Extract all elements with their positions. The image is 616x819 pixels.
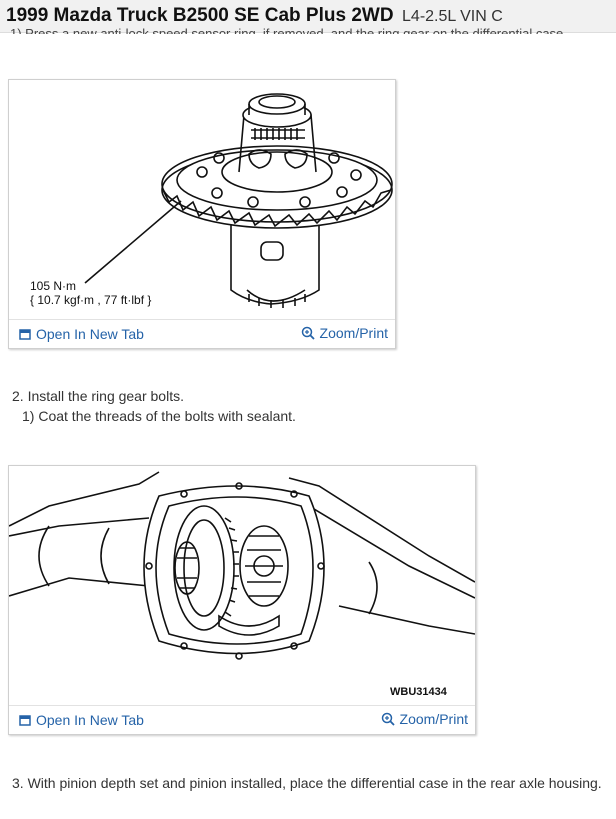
figure-toolbar: Open In New Tab Zoom/Print [9, 705, 475, 734]
figure-code: WBU31434 [390, 686, 447, 698]
open-in-new-tab-label: Open In New Tab [36, 326, 144, 342]
figure-axle-housing: WBU31434 Open In New Tab Zoom/Print [8, 465, 476, 735]
step-3-text: 3. With pinion depth set and pinion inst… [12, 775, 602, 791]
step-2-text: 2. Install the ring gear bolts. [12, 388, 184, 404]
vehicle-title: 1999 Mazda Truck B2500 SE Cab Plus 2WD [6, 5, 394, 26]
previous-step-text: 1) Press a new anti-lock speed sensor ri… [10, 26, 567, 34]
torque-conversion: { 10.7 kgf·m , 77 ft·lbf } [30, 293, 152, 307]
torque-value: 105 N·m [30, 279, 77, 293]
open-in-new-tab-label: Open In New Tab [36, 712, 144, 728]
page-header: 1999 Mazda Truck B2500 SE Cab Plus 2WD L… [0, 0, 616, 33]
figure-ring-gear: 105 N·m { 10.7 kgf·m , 77 ft·lbf } Open … [8, 79, 396, 349]
axle-housing-illustration [9, 471, 475, 660]
zoom-icon [381, 712, 395, 726]
zoom-icon [301, 326, 315, 340]
open-tab-icon [19, 329, 31, 340]
open-in-new-tab-link[interactable]: Open In New Tab [19, 712, 144, 728]
zoom-print-link[interactable]: Zoom/Print [301, 325, 388, 341]
step-2-substep: 1) Coat the threads of the bolts with se… [22, 408, 296, 424]
engine-subtitle: L4-2.5L VIN C [402, 8, 503, 25]
open-in-new-tab-link[interactable]: Open In New Tab [19, 326, 144, 342]
ring-gear-illustration [84, 93, 393, 308]
zoom-print-label: Zoom/Print [319, 325, 388, 341]
figure-toolbar: Open In New Tab Zoom/Print [9, 319, 395, 348]
zoom-print-link[interactable]: Zoom/Print [381, 711, 468, 727]
open-tab-icon [19, 715, 31, 726]
zoom-print-label: Zoom/Print [399, 711, 468, 727]
